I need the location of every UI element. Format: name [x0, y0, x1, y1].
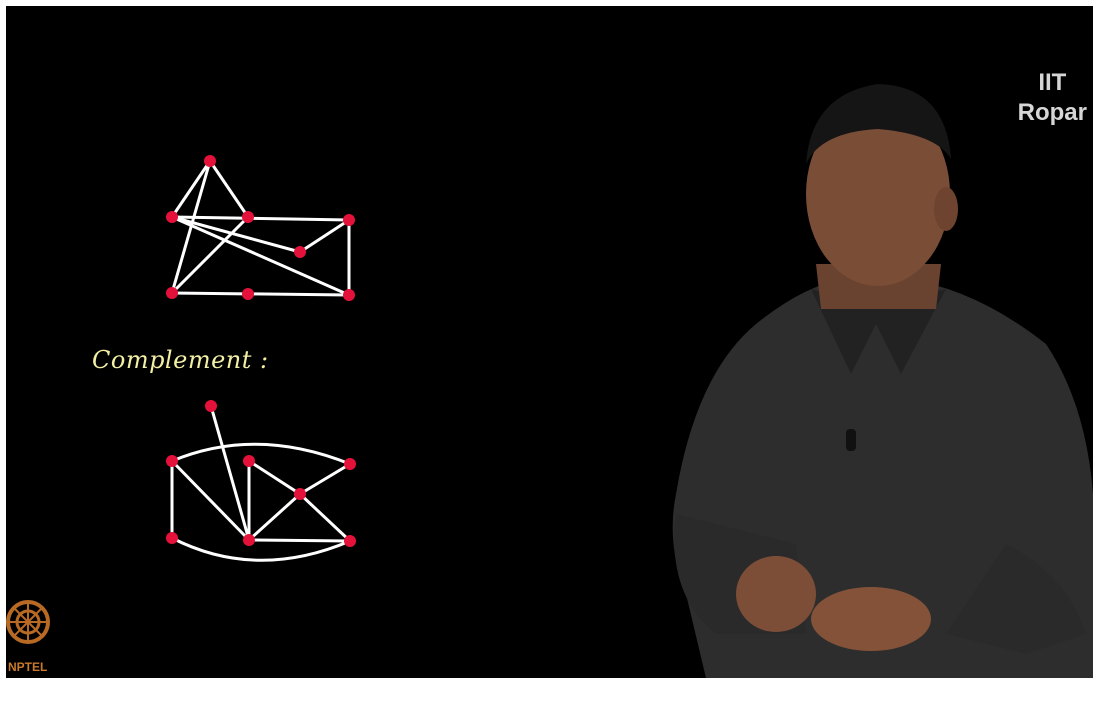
graph-vertex — [344, 458, 356, 470]
graph-edge — [170, 459, 251, 542]
graph-vertex — [166, 455, 178, 467]
graph-edge — [208, 159, 250, 219]
nptel-logo-icon — [6, 600, 50, 644]
presenter-collar — [811, 289, 946, 374]
graph-edge — [209, 404, 251, 542]
presenter-hand-left — [736, 556, 816, 632]
graph-vertex — [242, 211, 254, 223]
graph-vertex — [166, 532, 178, 544]
presenter-right-arm — [946, 544, 1086, 654]
graph-edge — [298, 218, 351, 254]
original-graph-vertices — [166, 155, 355, 301]
watermark-line-2: Ropar — [1017, 99, 1087, 126]
institute-watermark: IIT Ropar — [1018, 68, 1087, 128]
presenter-head — [806, 102, 950, 286]
graph-vertex — [166, 211, 178, 223]
graph-edge — [298, 462, 352, 496]
graph-edge — [170, 291, 351, 297]
graph-vertex — [243, 534, 255, 546]
graph-vertex — [242, 288, 254, 300]
watermark-line-1: IIT — [1038, 69, 1067, 96]
complement-graph-vertices — [166, 400, 356, 547]
graph-edge — [170, 442, 352, 466]
graph-edge — [170, 159, 212, 219]
graph-vertex — [294, 246, 306, 258]
original-graph — [170, 159, 351, 297]
graph-edge — [170, 215, 302, 254]
graph-vertex — [344, 535, 356, 547]
presenter-hair — [806, 84, 951, 164]
graph-vertex — [294, 488, 306, 500]
graph-edge — [247, 538, 352, 543]
video-frame: Complement : IIT Ropar — [6, 6, 1093, 678]
graph-edge — [170, 215, 351, 222]
nptel-logo-text: NPTEL — [8, 660, 48, 674]
presenter-hand-right — [811, 587, 931, 651]
graph-vertex — [343, 214, 355, 226]
presenter-figure — [672, 84, 1093, 678]
graph-edge — [170, 215, 351, 297]
graph-vertex — [166, 287, 178, 299]
graph-edge — [247, 459, 302, 496]
graph-vertex — [243, 455, 255, 467]
graph-vertex — [204, 155, 216, 167]
graph-vertex — [343, 289, 355, 301]
complement-caption: Complement : — [92, 346, 269, 374]
complement-graph — [170, 404, 352, 562]
graph-edge — [170, 536, 352, 562]
graph-edge — [170, 215, 250, 295]
graph-edge — [298, 492, 352, 543]
graph-edge — [247, 492, 302, 542]
presenter-ear — [934, 187, 958, 231]
presenter-microphone — [846, 429, 856, 451]
graph-vertex — [205, 400, 217, 412]
graph-drawings — [166, 155, 356, 562]
